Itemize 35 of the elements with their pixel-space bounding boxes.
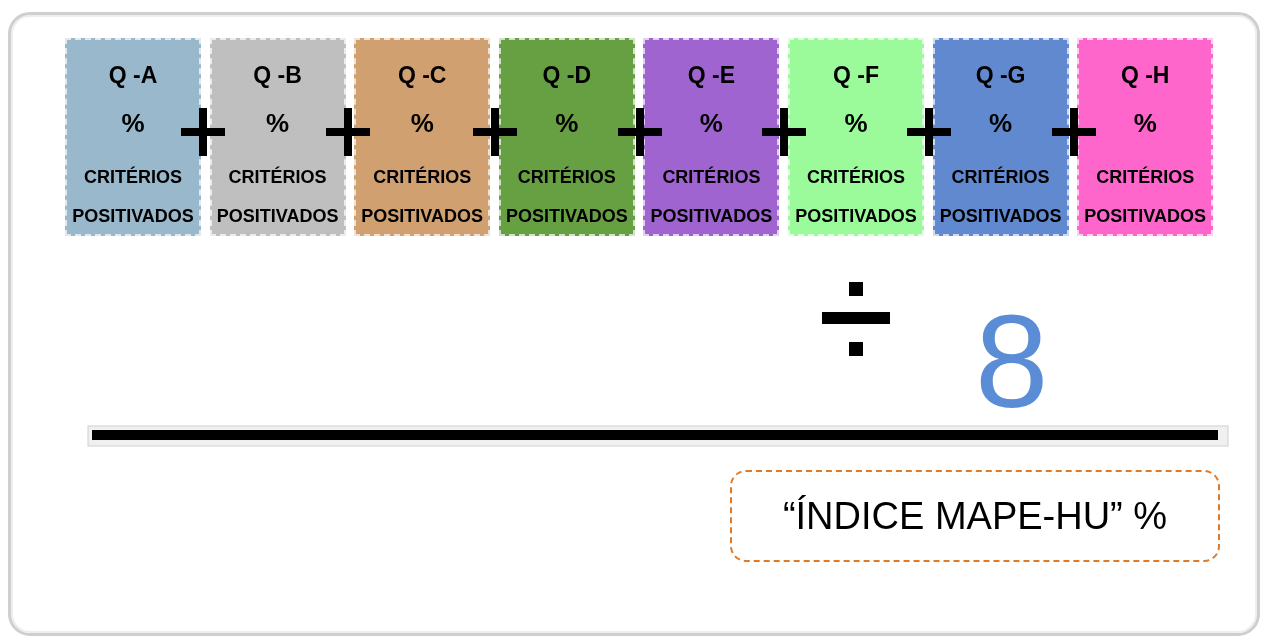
percent-label: %: [988, 108, 1014, 139]
question-label: Q -A: [107, 62, 159, 89]
question-box: [498, 38, 635, 236]
percent-label: %: [554, 108, 580, 139]
percent-label: %: [120, 108, 146, 139]
result-box: [730, 470, 1220, 562]
percent-label: %: [698, 108, 724, 139]
criteria-label: CRITÉRIOS POSITIVADOS: [360, 165, 485, 228]
result-label: “ÍNDICE MAPE-HU” %: [782, 494, 1168, 538]
question-box: [354, 38, 491, 236]
divisor-number: 8: [975, 296, 1049, 428]
question-label: Q -E: [686, 62, 737, 89]
question-box: [788, 38, 924, 236]
criteria-label: CRITÉRIOS POSITIVADOS: [504, 165, 629, 228]
question-label: Q -C: [396, 62, 448, 89]
question-box: [1077, 38, 1214, 236]
question-box: [65, 38, 201, 236]
percent-label: %: [843, 108, 869, 139]
question-box: [209, 38, 346, 236]
criteria-label: CRITÉRIOS POSITIVADOS: [649, 165, 774, 228]
question-label: Q -G: [974, 62, 1027, 89]
question-label: Q -B: [252, 62, 303, 89]
question-box: [932, 38, 1069, 236]
percent-label: %: [265, 108, 291, 139]
percent-label: %: [409, 108, 435, 139]
criteria-label: CRITÉRIOS POSITIVADOS: [71, 165, 195, 228]
question-label: Q -D: [541, 62, 593, 89]
criteria-label: CRITÉRIOS POSITIVADOS: [794, 165, 918, 228]
percent-label: %: [1132, 108, 1158, 139]
question-label: Q -H: [1119, 62, 1171, 89]
question-box: [643, 38, 780, 236]
criteria-label: CRITÉRIOS POSITIVADOS: [215, 165, 340, 228]
criteria-label: CRITÉRIOS POSITIVADOS: [1083, 165, 1208, 228]
question-label: Q -F: [832, 62, 880, 89]
criteria-label: CRITÉRIOS POSITIVADOS: [938, 165, 1063, 228]
